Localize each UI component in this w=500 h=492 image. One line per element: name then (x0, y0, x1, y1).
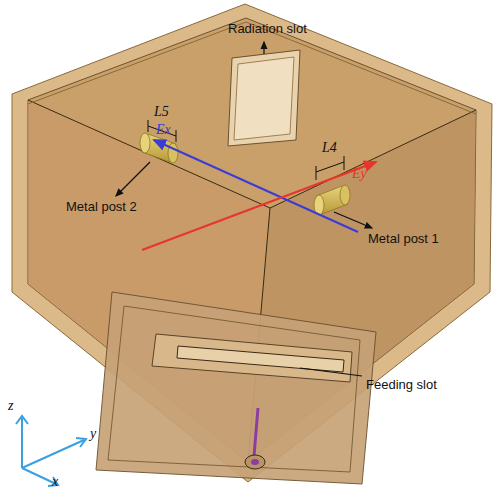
part-label: Metal post 1 (368, 232, 439, 246)
field-label: Ey (352, 166, 367, 181)
part-label: Feeding slot (366, 378, 437, 392)
field-label: Ex (156, 122, 171, 137)
dimension-label: L4 (322, 140, 337, 155)
part-label: Metal post 2 (66, 200, 137, 214)
part-label: Radiation slot (228, 22, 307, 36)
dimension-label: L5 (154, 104, 169, 119)
axis-label: y (90, 426, 96, 441)
axis-label: z (8, 398, 13, 413)
axis-label: x (52, 474, 58, 489)
